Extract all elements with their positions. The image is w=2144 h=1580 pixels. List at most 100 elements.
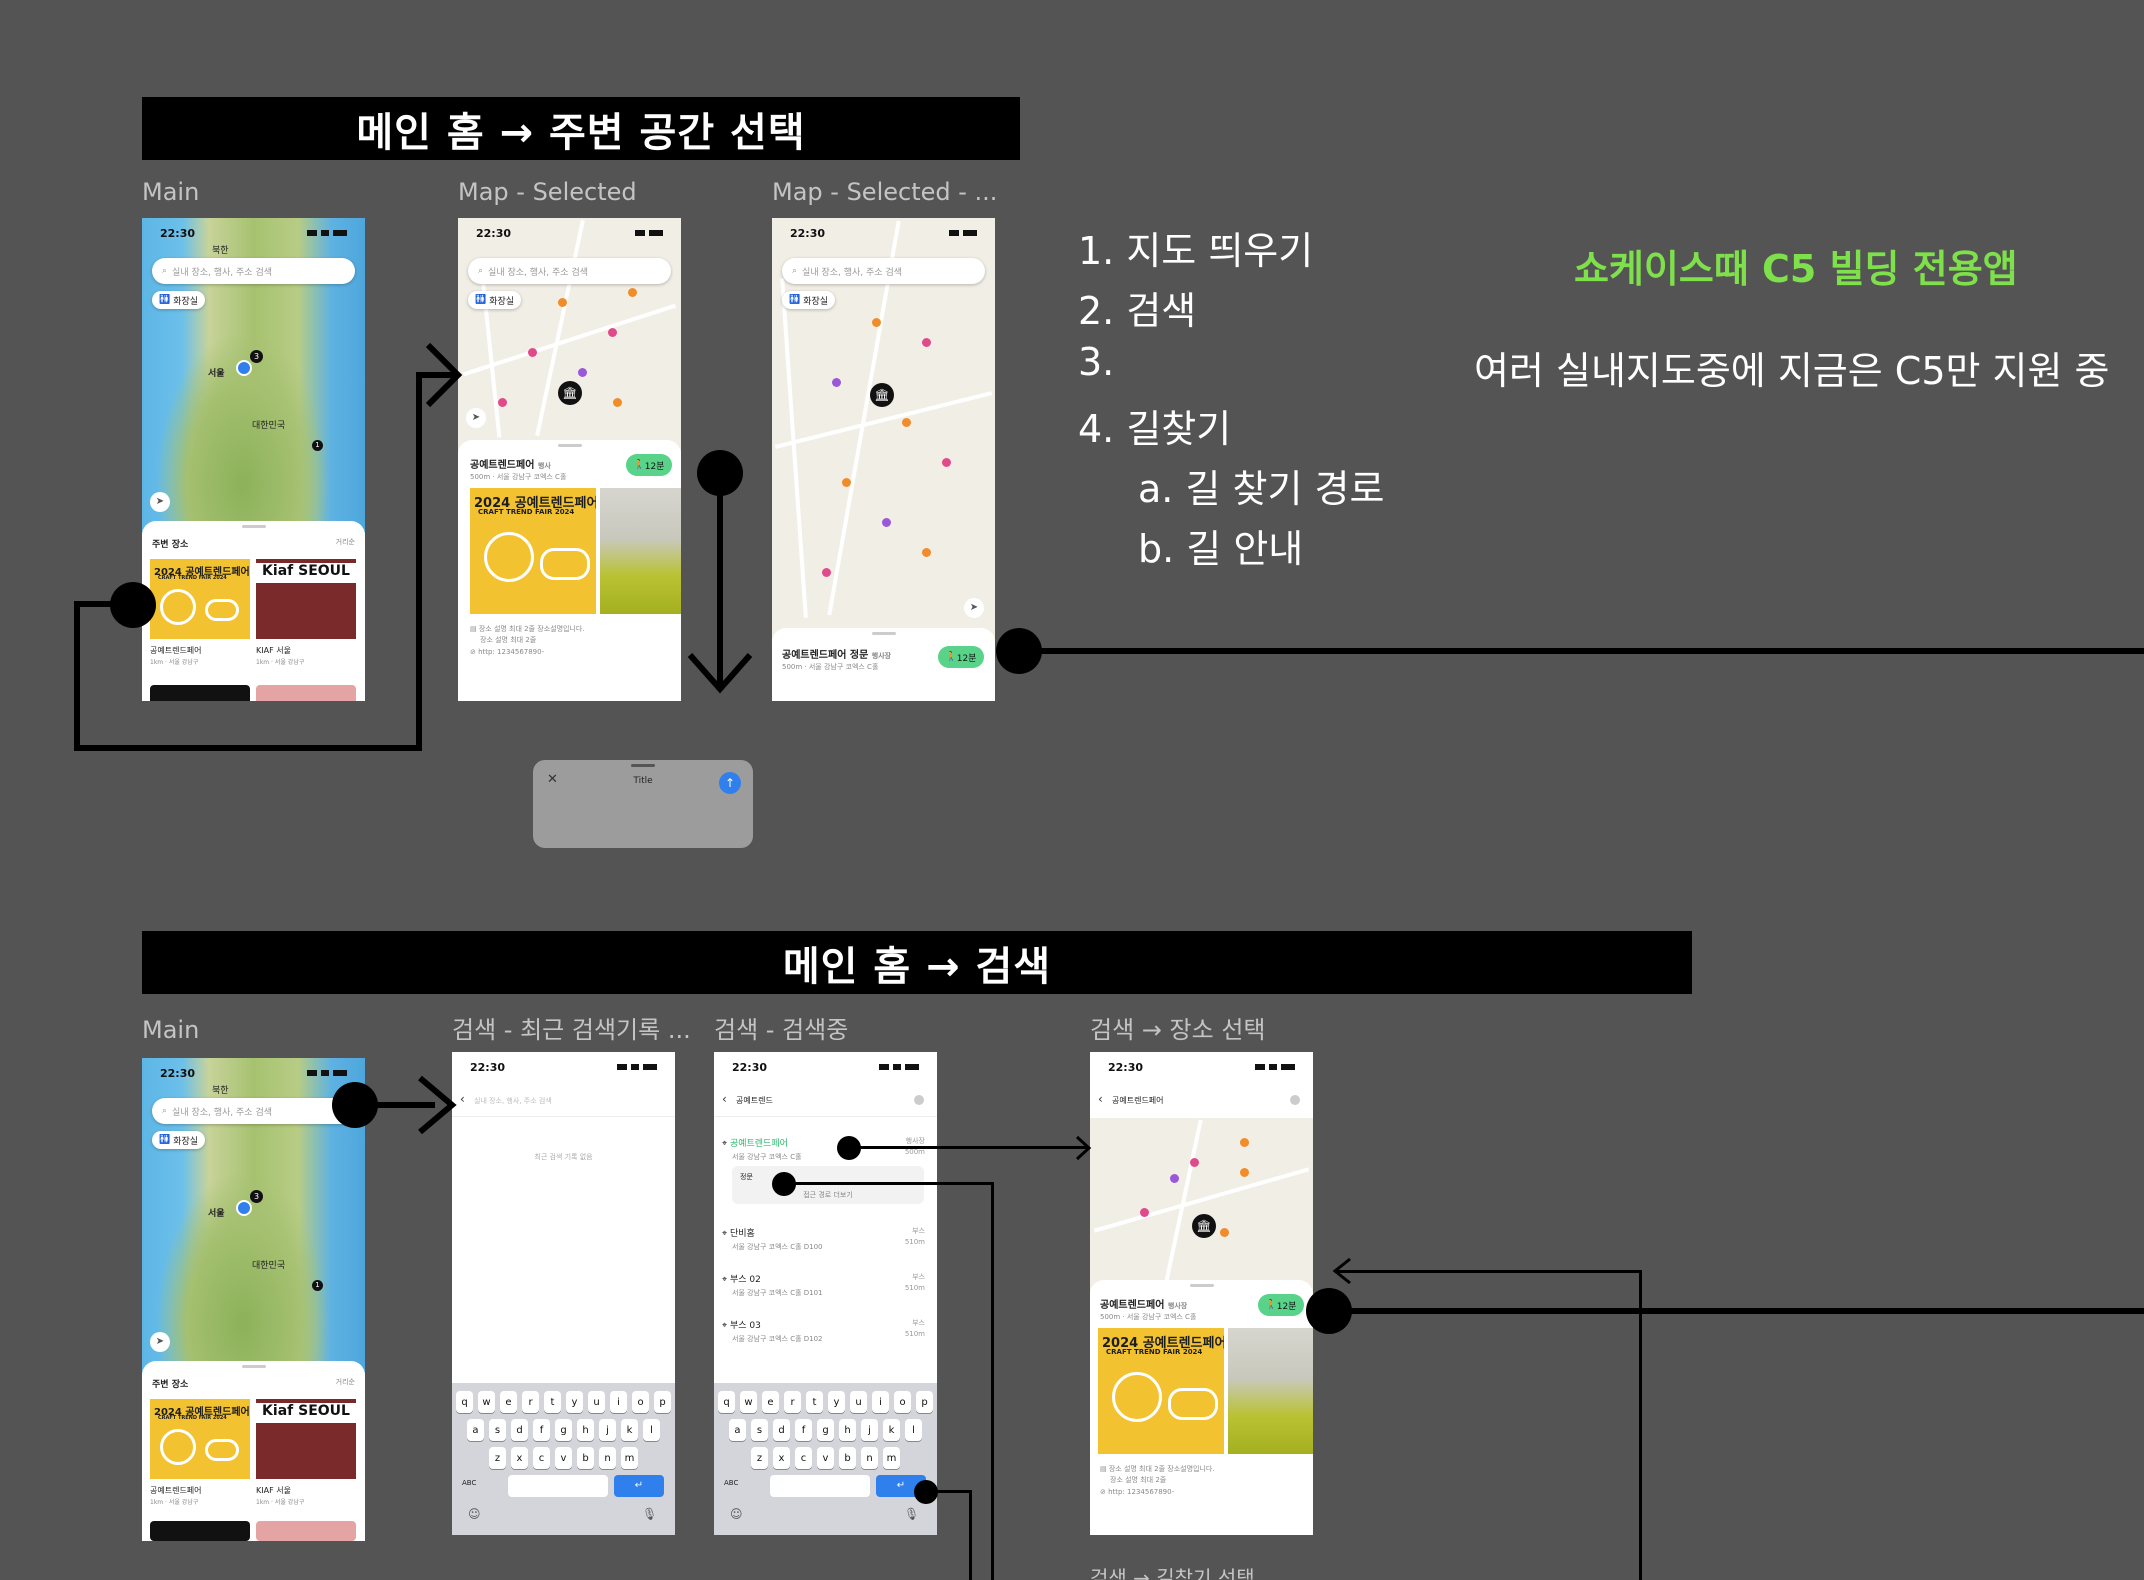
return-key[interactable]: ↵ xyxy=(614,1475,664,1497)
key[interactable]: j xyxy=(599,1419,616,1441)
clear-icon[interactable] xyxy=(914,1095,924,1105)
key[interactable]: k xyxy=(621,1419,638,1441)
walk-time-button[interactable]: 🚶12분 xyxy=(938,646,984,668)
mic-icon[interactable]: 🎙 xyxy=(642,1507,658,1521)
key[interactable]: q xyxy=(718,1391,735,1413)
key[interactable]: i xyxy=(872,1391,889,1413)
key[interactable]: s xyxy=(751,1419,768,1441)
dark-card[interactable] xyxy=(150,685,250,701)
key[interactable]: m xyxy=(883,1447,900,1469)
back-icon[interactable]: ‹ xyxy=(722,1092,727,1106)
key[interactable]: w xyxy=(740,1391,757,1413)
clear-icon[interactable] xyxy=(1290,1095,1300,1105)
more-routes-button[interactable]: 접근 경로 더보기 xyxy=(803,1191,853,1199)
abc-key[interactable]: ABC xyxy=(462,1479,477,1487)
key[interactable]: j xyxy=(861,1419,878,1441)
space-key[interactable] xyxy=(770,1475,870,1497)
key[interactable]: m xyxy=(621,1447,638,1469)
key[interactable]: b xyxy=(839,1447,856,1469)
sort-label[interactable]: 거리순 xyxy=(335,1378,355,1386)
search-input[interactable]: 공예트렌드 xyxy=(736,1096,773,1105)
key[interactable]: e xyxy=(500,1391,517,1413)
key[interactable]: w xyxy=(478,1391,495,1413)
space-key[interactable] xyxy=(508,1475,608,1497)
key[interactable]: v xyxy=(817,1447,834,1469)
key[interactable]: q xyxy=(456,1391,473,1413)
key[interactable]: l xyxy=(643,1419,660,1441)
back-icon[interactable]: ‹ xyxy=(1098,1092,1103,1106)
walk-time-button[interactable]: 🚶12분 xyxy=(626,454,672,476)
kiaf-card[interactable]: Kiaf SEOUL xyxy=(256,1399,356,1479)
key[interactable]: h xyxy=(577,1419,594,1441)
search-input[interactable]: 실내 장소, 행사, 주소 검색 xyxy=(474,1097,552,1105)
cluster-marker[interactable]: 1 xyxy=(312,1280,323,1291)
key[interactable]: h xyxy=(839,1419,856,1441)
key[interactable]: t xyxy=(544,1391,561,1413)
key[interactable]: c xyxy=(795,1447,812,1469)
locate-button[interactable]: ➤ xyxy=(466,408,486,428)
key[interactable]: o xyxy=(894,1391,911,1413)
key[interactable]: p xyxy=(654,1391,671,1413)
key[interactable]: t xyxy=(806,1391,823,1413)
sheet-handle[interactable] xyxy=(631,764,655,767)
cluster-marker[interactable]: 3 xyxy=(250,350,263,363)
key[interactable]: b xyxy=(577,1447,594,1469)
restroom-chip[interactable]: 🚻화장실 xyxy=(468,291,522,309)
poster-card[interactable]: 2024 공예트렌드페어 CRAFT TREND FAIR 2024 xyxy=(150,1399,250,1479)
key[interactable]: z xyxy=(489,1447,506,1469)
sheet-handle[interactable] xyxy=(872,632,896,635)
sheet-handle[interactable] xyxy=(242,525,266,528)
key[interactable]: g xyxy=(817,1419,834,1441)
key[interactable]: d xyxy=(773,1419,790,1441)
place-link[interactable]: ⊘ http: 1234567890- xyxy=(470,648,545,656)
key[interactable]: u xyxy=(588,1391,605,1413)
emoji-icon[interactable]: ☺ xyxy=(468,1507,481,1521)
key[interactable]: d xyxy=(511,1419,528,1441)
search-input[interactable]: ⌕실내 장소, 행사, 주소 검색 xyxy=(152,1098,355,1124)
key[interactable]: p xyxy=(916,1391,933,1413)
locate-button[interactable]: ➤ xyxy=(150,492,170,512)
museum-marker[interactable]: 🏛 xyxy=(870,383,894,407)
key[interactable]: g xyxy=(555,1419,572,1441)
kiaf-card[interactable]: Kiaf SEOUL xyxy=(256,559,356,639)
key[interactable]: z xyxy=(751,1447,768,1469)
locate-button[interactable]: ➤ xyxy=(150,1332,170,1352)
sort-label[interactable]: 거리순 xyxy=(335,538,355,546)
cluster-marker[interactable]: 1 xyxy=(312,440,323,451)
key[interactable]: x xyxy=(511,1447,528,1469)
museum-marker[interactable]: 🏛 xyxy=(558,381,582,405)
entrance-chip[interactable]: 정문 xyxy=(740,1173,753,1181)
key[interactable]: r xyxy=(784,1391,801,1413)
key[interactable]: s xyxy=(489,1419,506,1441)
map-view[interactable]: 🏛 xyxy=(1090,1118,1313,1298)
walk-time-button[interactable]: 🚶12분 xyxy=(1258,1294,1304,1316)
key[interactable]: u xyxy=(850,1391,867,1413)
key[interactable]: c xyxy=(533,1447,550,1469)
mic-icon[interactable]: 🎙 xyxy=(904,1507,920,1521)
key[interactable]: i xyxy=(610,1391,627,1413)
place-link[interactable]: ⊘ http: 1234567890- xyxy=(1100,1488,1175,1496)
key[interactable]: f xyxy=(533,1419,550,1441)
search-input[interactable]: ⌕실내 장소, 행사, 주소 검색 xyxy=(782,258,985,284)
key[interactable]: v xyxy=(555,1447,572,1469)
key[interactable]: k xyxy=(883,1419,900,1441)
sheet-handle[interactable] xyxy=(1190,1284,1214,1287)
restroom-chip[interactable]: 🚻화장실 xyxy=(152,1131,206,1149)
key[interactable]: o xyxy=(632,1391,649,1413)
key[interactable]: e xyxy=(762,1391,779,1413)
museum-marker[interactable]: 🏛 xyxy=(1192,1214,1216,1238)
restroom-chip[interactable]: 🚻화장실 xyxy=(782,291,836,309)
emoji-icon[interactable]: ☺ xyxy=(730,1507,743,1521)
dark-card[interactable] xyxy=(150,1521,250,1541)
search-input[interactable]: ⌕실내 장소, 행사, 주소 검색 xyxy=(468,258,671,284)
key[interactable]: y xyxy=(828,1391,845,1413)
key[interactable]: x xyxy=(773,1447,790,1469)
search-input[interactable]: ⌕실내 장소, 행사, 주소 검색 xyxy=(152,258,355,284)
pink-card[interactable] xyxy=(256,685,356,701)
key[interactable]: n xyxy=(599,1447,616,1469)
key[interactable]: n xyxy=(861,1447,878,1469)
key[interactable]: y xyxy=(566,1391,583,1413)
cluster-marker[interactable]: 3 xyxy=(250,1190,263,1203)
